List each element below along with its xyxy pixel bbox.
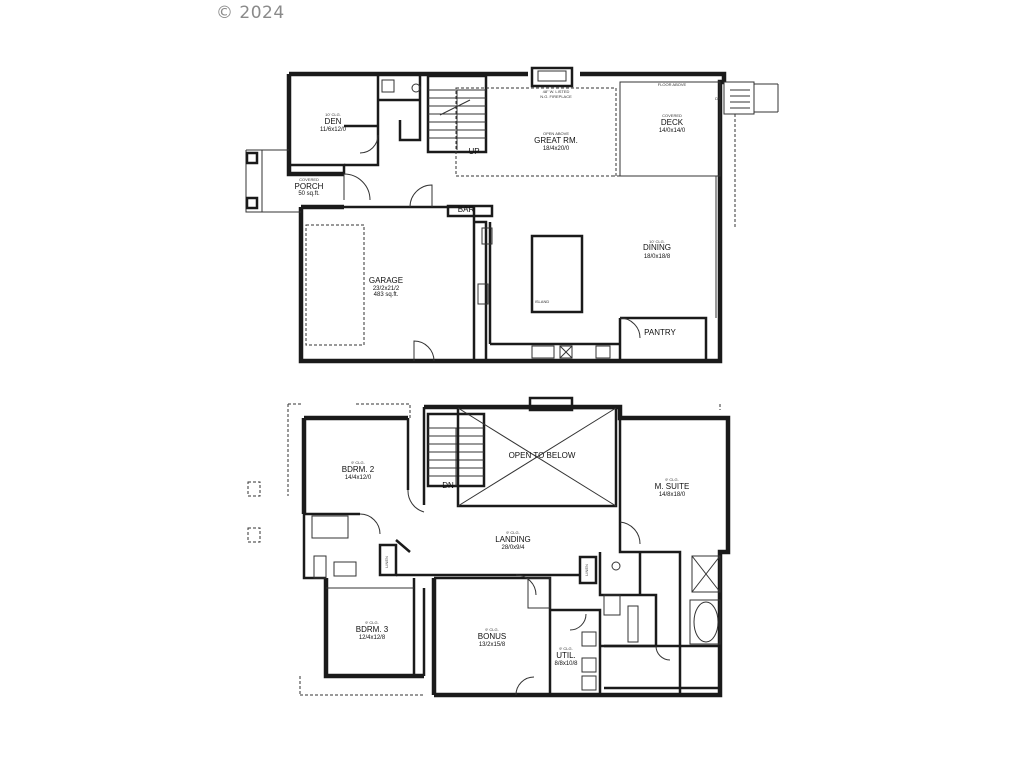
room-dims-bdrm3: 12/4x12/8 (359, 635, 386, 641)
svg-text:9' CLG.: 9' CLG. (665, 477, 678, 482)
svg-text:9' CLG.: 9' CLG. (351, 460, 364, 465)
room-dims-dining: 18/0x18/8 (644, 254, 671, 260)
room-name-garage: GARAGE (369, 276, 403, 285)
room-name-great-rm: GREAT RM. (534, 136, 578, 145)
svg-text:9' CLG.: 9' CLG. (365, 620, 378, 625)
room-name-porch: PORCH (295, 182, 324, 191)
room-dims-great-rm: 18/4x20/0 (543, 146, 570, 152)
room-dims-landing: 28/0x9/4 (501, 545, 525, 551)
kitchen-island (530, 234, 584, 314)
copyright-notice: © 2024 (216, 3, 285, 23)
room-dims-garage: 23/2x21/2 (373, 286, 400, 292)
fireplace (530, 66, 574, 88)
deck-stair (723, 81, 779, 115)
stair-dn-label: DN (442, 481, 454, 490)
upper-floor-labels: 9' CLG. BDRM. 2 14/4x12/0 OPEN TO BELOW … (342, 451, 690, 667)
main-stair (428, 89, 486, 150)
room-name-landing: LANDING (495, 535, 531, 544)
svg-text:OPEN ABOVE: OPEN ABOVE (543, 131, 569, 136)
svg-text:COVERED: COVERED (662, 113, 682, 118)
room-name-util: UTIL. (556, 651, 576, 660)
main-floor-labels: 10' CLG. DEN 11/6x12/0 COVERED PORCH 50 … (295, 82, 721, 337)
linen-label-right: LINEN (584, 564, 589, 576)
linen-label-left: LINEN (384, 556, 389, 568)
pantry-label: PANTRY (644, 328, 676, 337)
stair-up-label: UP (468, 147, 479, 156)
room-dims-bonus: 13/2x15/8 (479, 642, 506, 648)
room-name-bdrm2: BDRM. 2 (342, 465, 375, 474)
room-name-dining: DINING (643, 243, 671, 252)
svg-text:48" W. LISTED: 48" W. LISTED (543, 89, 570, 94)
svg-text:10' CLG.: 10' CLG. (325, 112, 341, 117)
room-name-bonus: BONUS (478, 632, 506, 641)
room-dims-porch: 50 sq.ft. (298, 191, 320, 197)
room-area-garage: 483 sq.ft. (374, 292, 399, 298)
room-dims-den: 11/6x12/0 (320, 127, 347, 133)
bar-label: BAR (458, 205, 475, 214)
room-name-m-suite: M. SUITE (655, 482, 690, 491)
room-name-den: DEN (325, 117, 342, 126)
svg-text:FLOOR ABOVE: FLOOR ABOVE (658, 82, 687, 87)
svg-text:9' CLG.: 9' CLG. (506, 530, 519, 535)
svg-text:9' CLG.: 9' CLG. (559, 646, 572, 651)
upper-stair (428, 427, 484, 486)
room-dims-bdrm2: 14/4x12/0 (345, 475, 372, 481)
svg-text:9' CLG.: 9' CLG. (485, 627, 498, 632)
room-dims-deck: 14/0x14/0 (659, 128, 686, 134)
svg-text:DN: DN (715, 96, 721, 101)
room-dims-util: 8/8x10/8 (554, 661, 578, 667)
room-dims-m-suite: 14/8x18/0 (659, 492, 686, 498)
room-name-bdrm3: BDRM. 3 (356, 625, 389, 634)
main-floor-plan (245, 66, 779, 364)
svg-text:COVERED: COVERED (299, 177, 319, 182)
svg-text:10' CLG.: 10' CLG. (649, 239, 665, 244)
open-to-below-label: OPEN TO BELOW (509, 451, 576, 460)
fireplace-label: N.G. FIREPLACE (540, 94, 572, 99)
upper-floor-plan (247, 396, 731, 698)
island-label: ISLAND (535, 299, 550, 304)
room-name-deck: DECK (661, 118, 684, 127)
